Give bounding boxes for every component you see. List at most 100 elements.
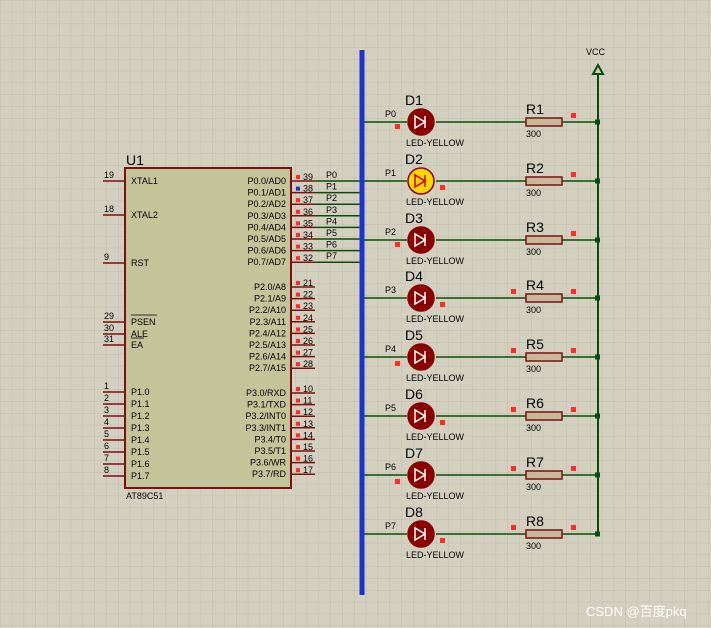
chip-right-pin[interactable]: 15 P3.5/T1 (254, 442, 315, 456)
led-d1[interactable] (407, 108, 435, 136)
pin-name: P2.1/A9 (254, 294, 286, 304)
led-d5[interactable] (407, 343, 435, 371)
led-d7[interactable] (407, 461, 435, 489)
chip-left-pin[interactable]: 3P1.2 (103, 405, 150, 421)
vcc-terminal[interactable]: VCC (586, 47, 606, 535)
chip-body[interactable] (124, 167, 292, 489)
chip-left-pin[interactable]: 1P1.0 (103, 381, 150, 397)
chip-left-pin[interactable]: 4P1.3 (103, 417, 150, 433)
vcc-label: VCC (586, 47, 606, 57)
resistor-value: 300 (526, 482, 541, 492)
pin-name: P1.4 (131, 435, 150, 445)
pin-marker (440, 538, 445, 543)
resistor-value: 300 (526, 188, 541, 198)
pin-number: 15 (303, 442, 313, 452)
pin-marker (511, 466, 516, 471)
pin-marker (296, 315, 300, 320)
chip-left-pin[interactable]: 8P1.7 (103, 465, 150, 481)
resistor-r2[interactable] (525, 176, 563, 186)
led-d4[interactable] (407, 284, 435, 312)
net-label: P7 (326, 251, 337, 261)
net-label: P3 (326, 205, 337, 215)
pin-marker (395, 242, 400, 247)
pin-name: P1.0 (131, 387, 150, 397)
pin-name: P3.1/TXD (247, 400, 287, 410)
pin-marker (296, 433, 300, 438)
pin-marker (296, 221, 300, 226)
led-ref: D3 (405, 210, 423, 226)
resistor-r4[interactable] (525, 293, 563, 303)
resistor-r1[interactable] (525, 117, 563, 127)
led-net-label: P7 (385, 521, 396, 531)
pin-marker (395, 361, 400, 366)
pin-name: P1.6 (131, 459, 150, 469)
chip-left-pin[interactable]: 5P1.4 (103, 429, 150, 445)
led-net-label: P1 (385, 168, 396, 178)
led-d2[interactable] (407, 167, 435, 195)
led-d6[interactable] (407, 402, 435, 430)
pin-name: P3.4/T0 (254, 434, 286, 444)
pin-name: P0.1/AD1 (247, 188, 286, 198)
junction-dot (595, 354, 600, 360)
resistor-body (525, 117, 563, 127)
pin-number: 26 (303, 336, 313, 346)
resistor-r5[interactable] (525, 352, 563, 362)
chip-left-pin[interactable]: 7P1.6 (103, 453, 150, 469)
chip-left-pin[interactable]: 6P1.5 (103, 441, 150, 457)
pin-name: P2.6/A14 (249, 352, 286, 362)
pin-marker (296, 304, 300, 309)
led-body (407, 461, 435, 489)
resistor-r3[interactable] (525, 235, 563, 245)
resistor-r8[interactable] (525, 529, 563, 539)
pin-number: 39 (303, 172, 313, 182)
resistor-ref: R1 (526, 101, 544, 117)
resistor-r6[interactable] (525, 411, 563, 421)
chip-left-pin[interactable]: 2P1.1 (103, 393, 150, 409)
pin-marker (296, 198, 300, 203)
pin-name: P2.3/A11 (250, 317, 286, 327)
resistor-ref: R5 (526, 336, 544, 352)
pin-marker (296, 233, 300, 237)
pin-number: 36 (303, 207, 313, 217)
pin-number: 31 (104, 334, 114, 344)
resistor-r7[interactable] (525, 470, 563, 480)
net-label: P4 (326, 216, 337, 226)
pin-marker (296, 327, 300, 332)
pin-name: P3.5/T1 (254, 446, 286, 456)
resistor-ref: R8 (526, 513, 544, 529)
led-net-label: P0 (385, 109, 396, 119)
pin-name: P3.7/RD (252, 469, 287, 479)
led-d3[interactable] (407, 226, 435, 254)
led-d8[interactable] (407, 520, 435, 548)
